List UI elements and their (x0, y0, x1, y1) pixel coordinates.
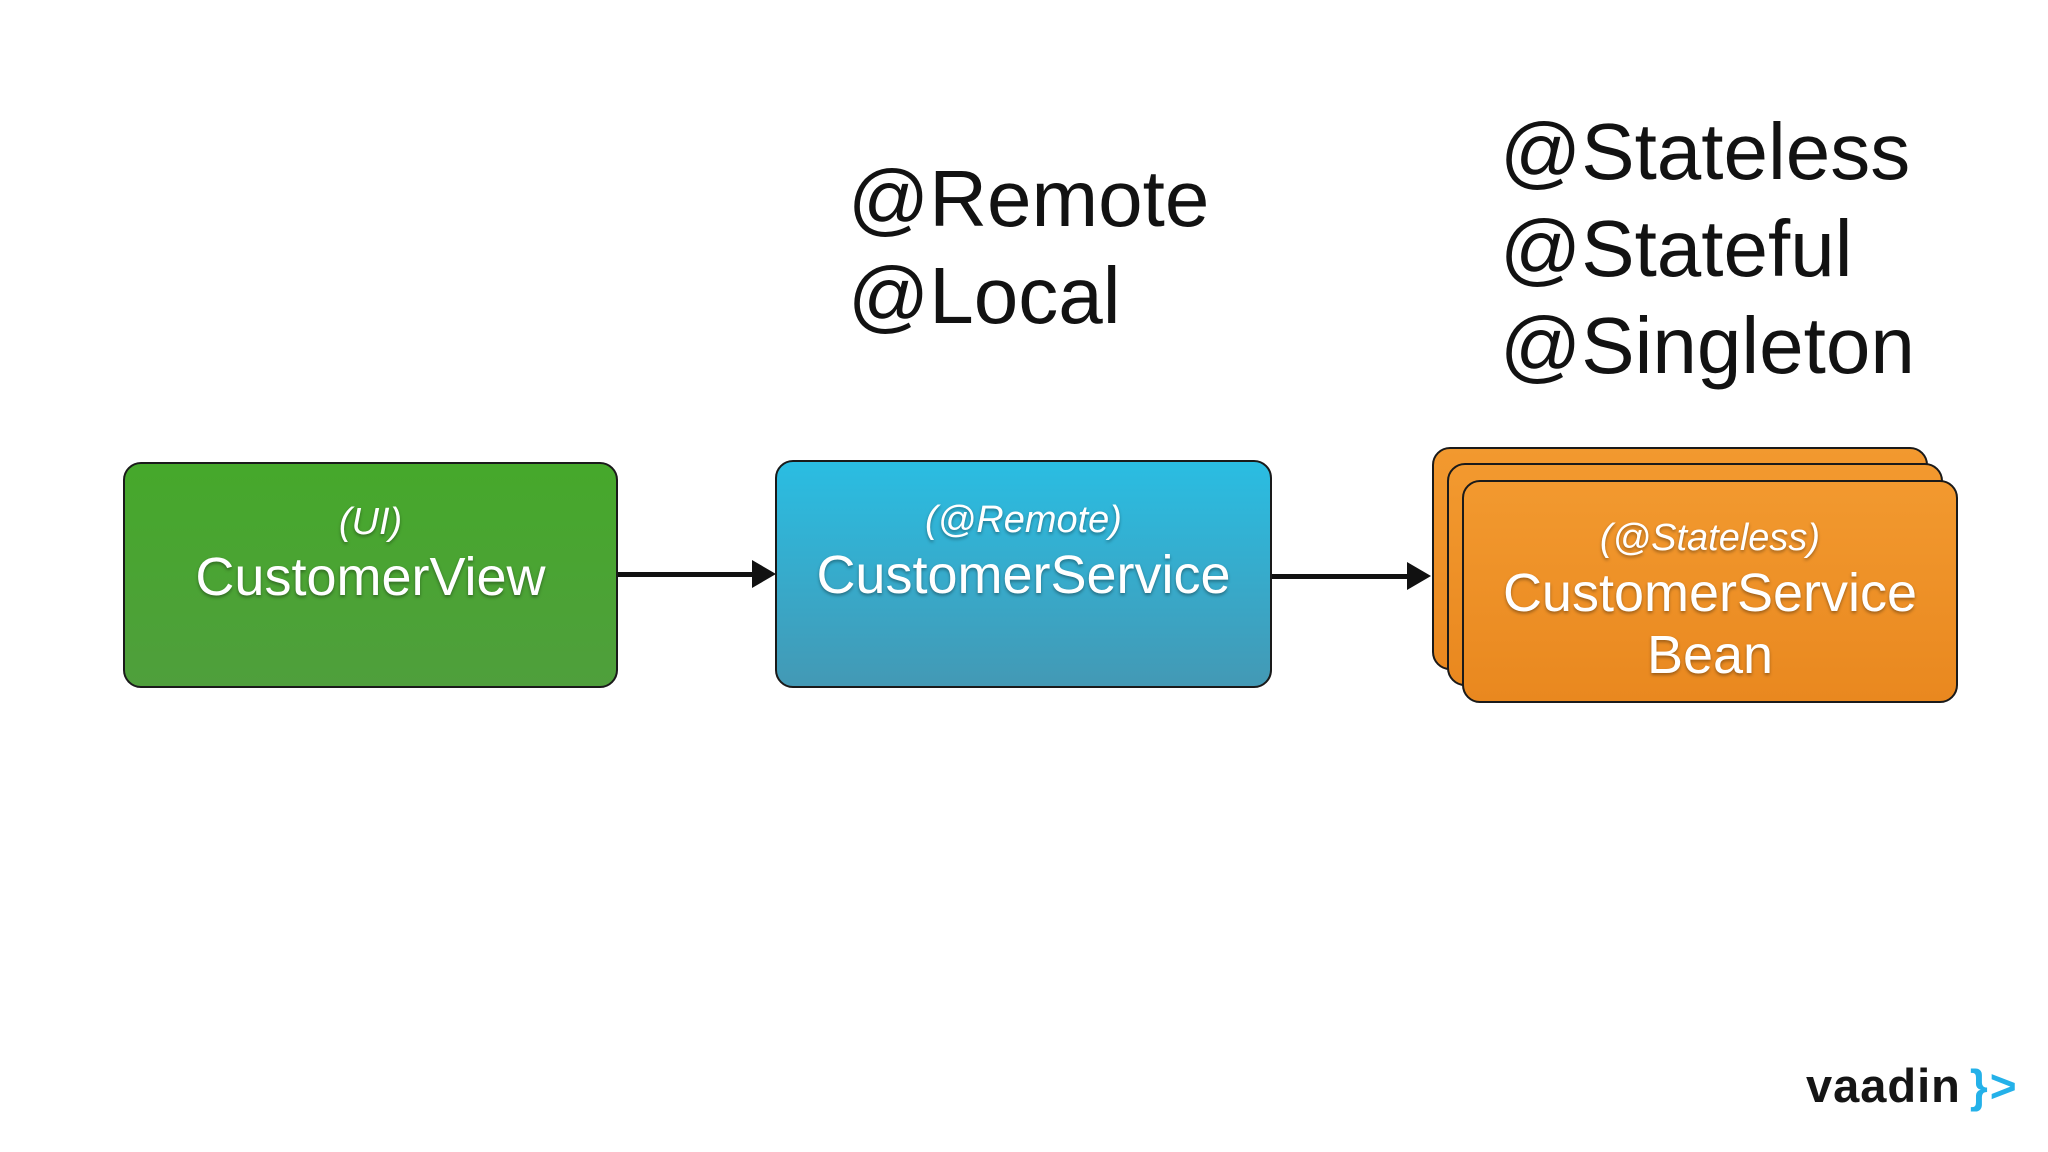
annotation-line: @Remote (848, 154, 1210, 243)
annotation-service-types: @Remote @Local (848, 150, 1209, 344)
node-customer-service-bean: (@Stateless) CustomerService Bean (1462, 480, 1958, 703)
annotation-line: @Stateless (1500, 107, 1911, 196)
vaadin-logo-text: vaadin (1806, 1059, 1961, 1112)
annotation-bean-types: @Stateless @Stateful @Singleton (1500, 103, 1915, 394)
arrow-view-to-service (618, 560, 776, 588)
vaadin-logo: vaadin }> (1806, 1058, 2019, 1113)
node-label: CustomerService (816, 545, 1231, 605)
arrow-head-icon (1407, 562, 1431, 590)
arrow-head-icon (752, 560, 776, 588)
arrow-service-to-bean (1272, 562, 1431, 590)
node-customer-view: (UI) CustomerView (123, 462, 618, 688)
annotation-line: @Local (848, 251, 1121, 340)
node-customer-service: (@Remote) CustomerService (775, 460, 1272, 688)
node-qualifier: (UI) (338, 501, 403, 543)
node-qualifier: (@Remote) (925, 499, 1122, 541)
arrow-shaft (618, 572, 756, 577)
node-qualifier: (@Stateless) (1599, 517, 1821, 559)
vaadin-logo-symbol: }> (1969, 1059, 2019, 1112)
annotation-line: @Stateful (1500, 204, 1853, 293)
node-label: CustomerService Bean (1502, 563, 1918, 685)
arrow-shaft (1272, 574, 1411, 579)
node-label: CustomerView (195, 547, 546, 607)
annotation-line: @Singleton (1500, 301, 1915, 390)
